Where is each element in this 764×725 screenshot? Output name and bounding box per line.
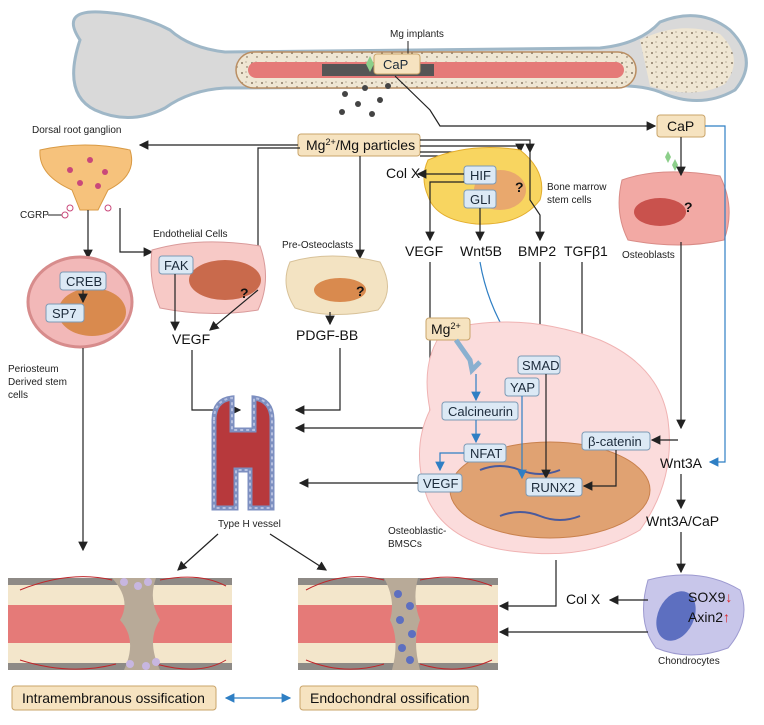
sp7-box: [45, 303, 85, 323]
mg2-label: Mg2+: [431, 321, 461, 337]
col-x-bottom-label: Col X: [566, 591, 601, 607]
vegf-nucleus-label: VEGF: [423, 476, 458, 491]
endothelial-cell: [150, 241, 267, 315]
osteoblast-question: ?: [684, 199, 693, 215]
gli-label: GLI: [470, 192, 491, 207]
ion-channel-icon: [453, 338, 482, 376]
periosteum-label-2: Derived stem: [8, 377, 67, 388]
osteoblastic-label-2: BMSCs: [388, 539, 422, 550]
endochondral-box: [299, 685, 479, 711]
fak-label: FAK: [164, 258, 189, 273]
osteoblast-cell: [618, 171, 730, 246]
runx2-box: [525, 477, 583, 497]
chondrocytes-label: Chondrocytes: [658, 656, 720, 667]
intramembranous-box: [11, 685, 217, 711]
runx2-label: RUNX2: [531, 480, 575, 495]
chondrocyte-cell: [643, 574, 745, 656]
axin2-label: Axin2↑: [688, 609, 730, 625]
pre-osteoclasts-label: Pre-Osteoclasts: [282, 240, 353, 251]
cap-right-label: CaP: [667, 118, 694, 134]
periosteum-label-1: Periosteum: [8, 364, 59, 375]
wnt3a-label: Wnt3A: [660, 455, 703, 471]
hif-box: [463, 165, 497, 185]
drg-label: Dorsal root ganglion: [32, 125, 122, 136]
mg-particles-label: Mg2+/Mg particles: [306, 137, 415, 153]
cgrp-label: CGRP: [20, 210, 49, 221]
endochondral-label: Endochondral ossification: [310, 690, 470, 706]
intramembranous-label: Intramembranous ossification: [22, 690, 205, 706]
periosteum-stem-cell: [26, 255, 134, 349]
tgfb1-label: TGFβ1: [564, 243, 608, 259]
type-h-vessel-label: Type H vessel: [218, 519, 281, 530]
col-x-top-label: Col X: [386, 165, 421, 181]
hif-label: HIF: [470, 168, 491, 183]
osteoblastic-label-1: Osteoblastic-: [388, 526, 446, 537]
bmp2-label: BMP2: [518, 243, 556, 259]
marrow-cavity: [248, 62, 624, 78]
nfat-label: NFAT: [470, 446, 502, 461]
smad-box: [517, 355, 561, 375]
bmsc-label-1: Bone marrow: [547, 182, 607, 193]
bone-marrow-stem-cell: [423, 147, 543, 225]
smad-label: SMAD: [522, 358, 560, 373]
mg-implants-label: Mg implants: [390, 29, 444, 40]
periosteum-label-3: cells: [8, 390, 28, 401]
osteoblasts-label: Osteoblasts: [622, 250, 675, 261]
creb-label: CREB: [66, 274, 102, 289]
mg2-box: [425, 317, 471, 341]
fak-box: [158, 255, 194, 275]
dorsal-root-ganglion-cell: [39, 144, 133, 212]
vegf-mid-label: VEGF: [405, 243, 443, 259]
calcineurin-box: [441, 401, 519, 421]
sox9-label: SOX9↓: [688, 589, 732, 605]
b-catenin-label: β-catenin: [588, 434, 642, 449]
bmsc-label-2: stem cells: [547, 195, 591, 206]
endochondral-bone-section: [298, 576, 498, 670]
bmsc-question: ?: [515, 179, 524, 195]
wnt3a-cap-label: Wnt3A/CaP: [646, 513, 719, 529]
calcineurin-label: Calcineurin: [448, 404, 513, 419]
sp7-label: SP7: [52, 306, 77, 321]
cap-implant-label: CaP: [383, 57, 408, 72]
pdgf-bb-label: PDGF-BB: [296, 327, 358, 343]
wnt5b-label: Wnt5B: [460, 243, 502, 259]
pre-osteoclast-question: ?: [356, 283, 365, 299]
pre-osteoclast-cell: [285, 255, 388, 315]
type-h-vessel: [211, 395, 275, 511]
endothelial-question: ?: [240, 285, 249, 301]
yap-label: YAP: [510, 380, 535, 395]
vegf-endothelial-label: VEGF: [172, 331, 210, 347]
mg-particles-dots: [339, 56, 391, 117]
intramembranous-bone-section: [8, 576, 232, 670]
endothelial-label: Endothelial Cells: [153, 229, 228, 240]
